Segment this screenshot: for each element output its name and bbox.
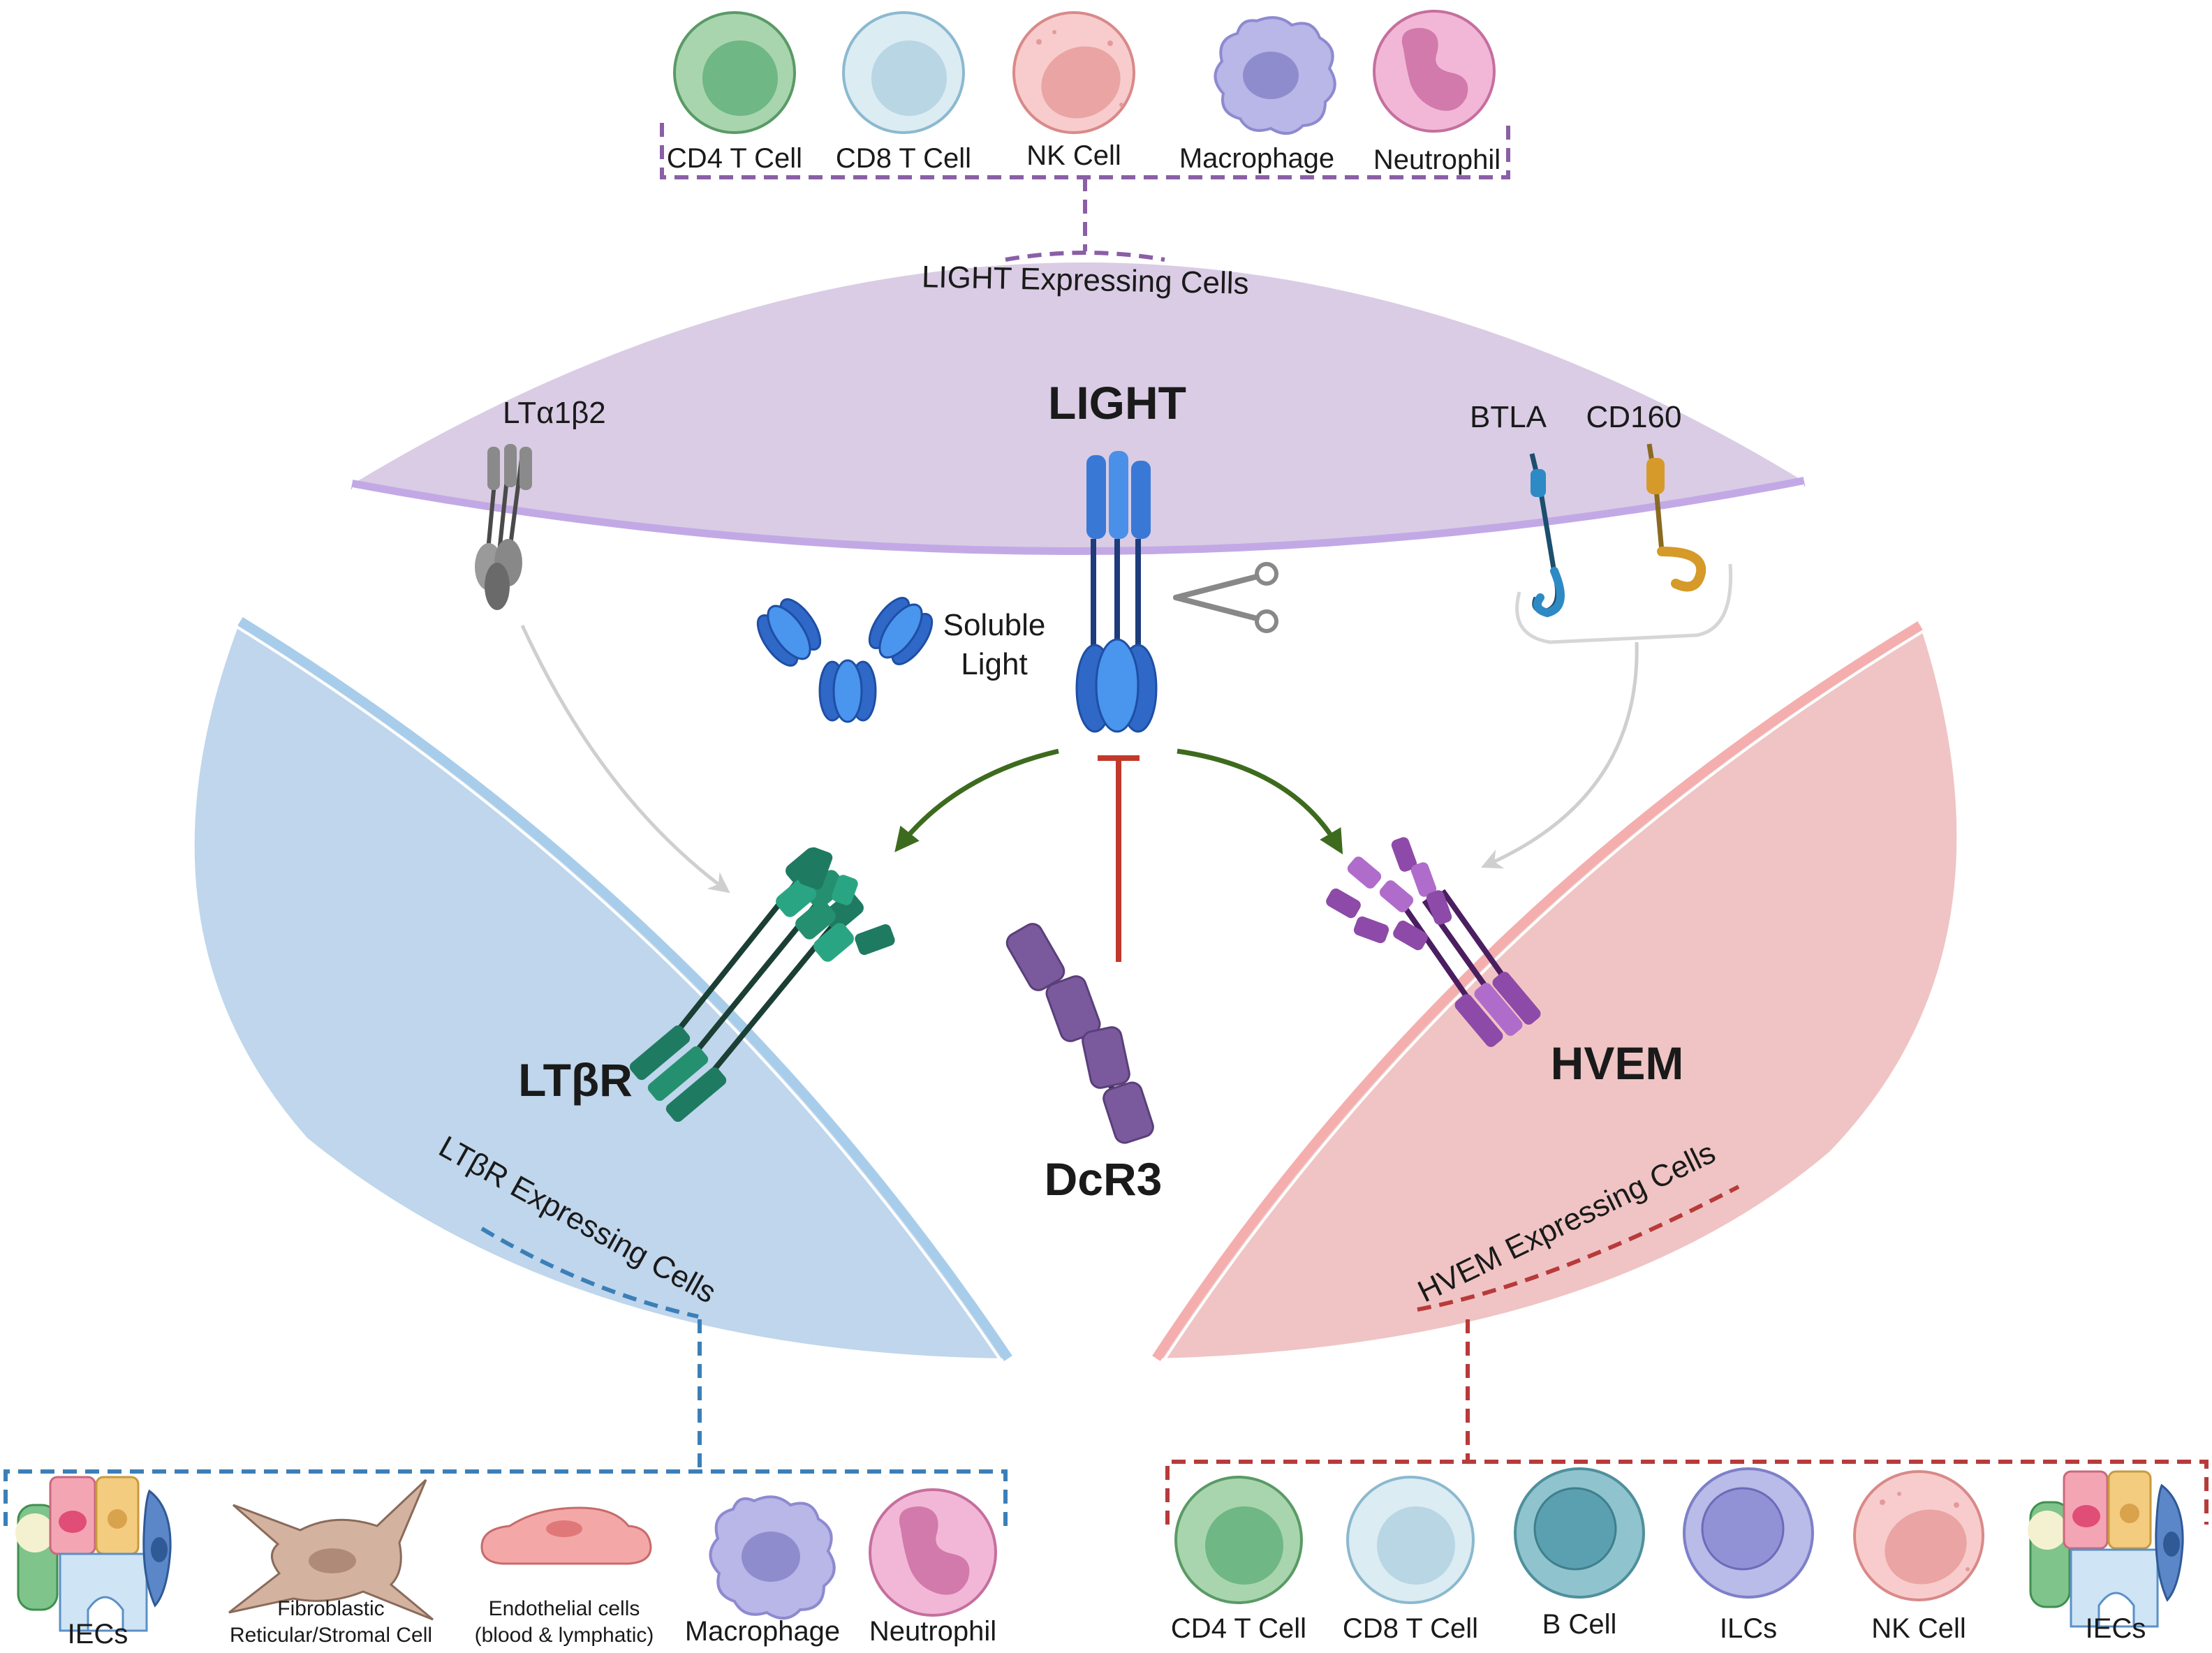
soluble-light-label-line2: Light — [961, 647, 1027, 681]
cell-label-line2: Reticular/Stromal Cell — [230, 1624, 432, 1647]
cell-label: CD8 T Cell — [836, 143, 971, 174]
light-to-hvem-arrow — [1177, 748, 1343, 855]
cell-label-line2: (blood & lymphatic) — [475, 1624, 654, 1647]
cd4-t-cell-icon — [1174, 1476, 1303, 1604]
neutrophil-icon — [1373, 10, 1496, 133]
light-cell-membrane — [351, 262, 1806, 558]
lta1b2-label: LTα1β2 — [503, 396, 606, 430]
ilc-icon — [1683, 1467, 1814, 1599]
btla-protein — [1529, 453, 1565, 618]
cd8-t-cell-icon — [842, 11, 965, 134]
dcr3-inhibition-line — [1098, 755, 1140, 962]
neutrophil-icon — [869, 1488, 997, 1617]
cell-label-line1: Endothelial cells — [489, 1597, 640, 1620]
dcr3-protein — [1005, 923, 1154, 1144]
nk-cell-icon — [1012, 11, 1135, 134]
ltbr-cell-membrane — [194, 617, 1012, 1363]
left-bracket — [3, 1469, 1008, 1526]
cd8-t-cell-icon — [1346, 1476, 1475, 1604]
hvem-cell-membrane — [1152, 621, 1957, 1363]
ltbr-expressing-cells-group: IECs Fibroblastic Reticular/Stromal Cell… — [3, 1319, 1008, 1650]
soluble-light-label-line1: Soluble — [943, 608, 1046, 642]
cell-label: CD4 T Cell — [667, 143, 802, 174]
hvem-expressing-cells-group: CD4 T Cell CD8 T Cell B Cell ILCs NK Cel… — [1165, 1319, 2209, 1644]
cd160-protein — [1646, 443, 1706, 592]
lta1b2-protein — [475, 444, 532, 610]
cell-label: Macrophage — [685, 1616, 840, 1647]
light-label: LIGHT — [1048, 377, 1186, 429]
cell-label: NK Cell — [1026, 140, 1121, 171]
top-title-underline — [1005, 251, 1165, 262]
cell-label: B Cell — [1542, 1609, 1617, 1640]
soluble-light-trimers — [756, 597, 934, 723]
hvem-receptor — [1326, 837, 1541, 1047]
cell-label-line1: Fibroblastic — [277, 1597, 384, 1620]
light-trimer-protein — [1075, 451, 1158, 733]
scissors-icon — [1173, 562, 1278, 633]
endothelial-cell-icon — [480, 1506, 652, 1565]
ltbr-label: LTβR — [518, 1054, 633, 1106]
cell-label: Neutrophil — [1373, 144, 1501, 175]
cell-label: IECs — [68, 1619, 128, 1650]
cell-label: Macrophage — [1179, 143, 1334, 174]
right-bracket — [1165, 1460, 2209, 1525]
macrophage-icon — [709, 1495, 836, 1619]
cell-label: Neutrophil — [869, 1616, 996, 1647]
iecs-icon — [15, 1476, 172, 1632]
cd160-label: CD160 — [1586, 400, 1682, 434]
light-to-ltbr-arrow — [894, 748, 1059, 852]
btla-label: BTLA — [1470, 400, 1547, 434]
cell-label: CD8 T Cell — [1343, 1613, 1478, 1644]
btla-cd160-bracket — [1515, 563, 1733, 644]
ltbr-receptor — [629, 847, 895, 1122]
macrophage-icon — [1214, 16, 1336, 135]
fibroblast-icon — [228, 1478, 434, 1621]
b-cell-icon — [1514, 1467, 1645, 1599]
cell-label: ILCs — [1720, 1613, 1777, 1644]
light-expressing-cells-title: LIGHT Expressing Cells — [921, 260, 1249, 301]
cell-label: CD4 T Cell — [1171, 1613, 1306, 1644]
lta-to-ltbr-arrow — [520, 624, 730, 894]
cd4-t-cell-icon — [673, 11, 796, 134]
nk-cell-icon — [1853, 1470, 1984, 1601]
cell-label: NK Cell — [1871, 1613, 1966, 1644]
iecs-icon — [2028, 1470, 2184, 1628]
light-expressing-cells-group: CD4 T Cell CD8 T Cell NK Cell Macrophage… — [660, 10, 1510, 262]
cell-label: IECs — [2086, 1613, 2146, 1644]
btla-cd160-to-hvem-arrow — [1481, 642, 1639, 869]
dcr3-label: DcR3 — [1045, 1153, 1163, 1205]
ltbr-title-underline — [480, 1226, 699, 1319]
hvem-label: HVEM — [1551, 1037, 1684, 1089]
